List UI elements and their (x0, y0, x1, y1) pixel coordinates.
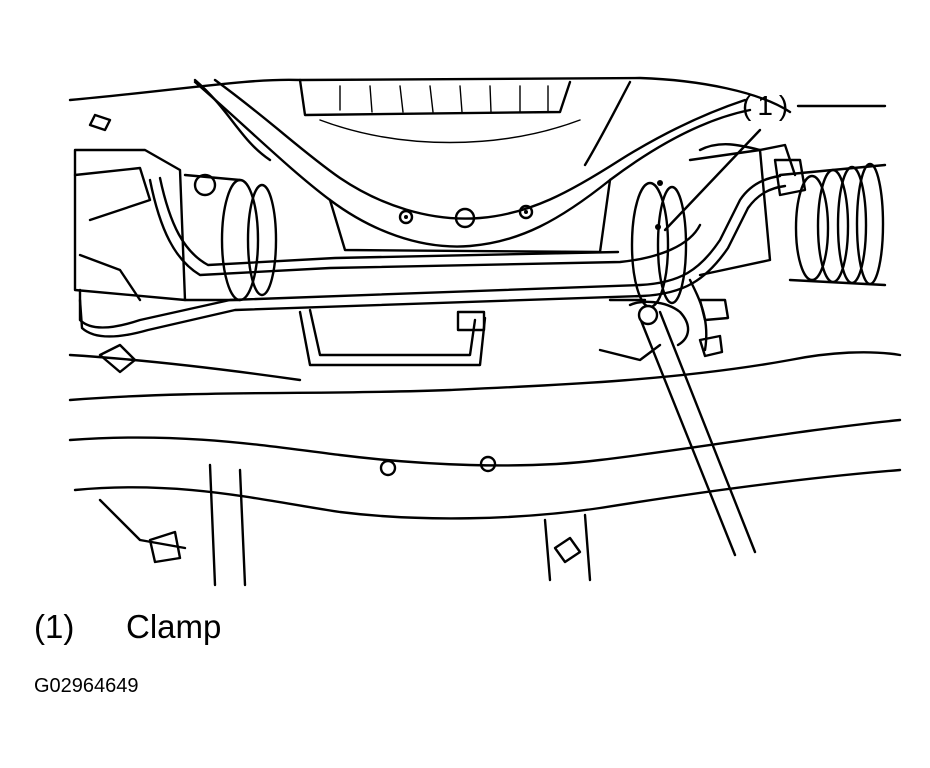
upper-body-panel (68, 76, 792, 167)
left-housing (73, 113, 278, 302)
tool-rod (637, 304, 757, 557)
legend-label: Clamp (126, 608, 222, 645)
crossmember (193, 78, 752, 254)
legend-item: (1) Clamp (34, 610, 221, 643)
lower-suspension-member (68, 343, 902, 587)
legend-number: (1) (34, 608, 75, 645)
callout-label-1: (1) (742, 90, 795, 121)
figure-id: G02964649 (34, 675, 139, 697)
callout-leader (663, 104, 887, 232)
clamp (608, 298, 730, 358)
gearbox-boot (758, 143, 887, 287)
underbody-illustration (68, 76, 902, 587)
fluid-pipes (78, 174, 787, 367)
